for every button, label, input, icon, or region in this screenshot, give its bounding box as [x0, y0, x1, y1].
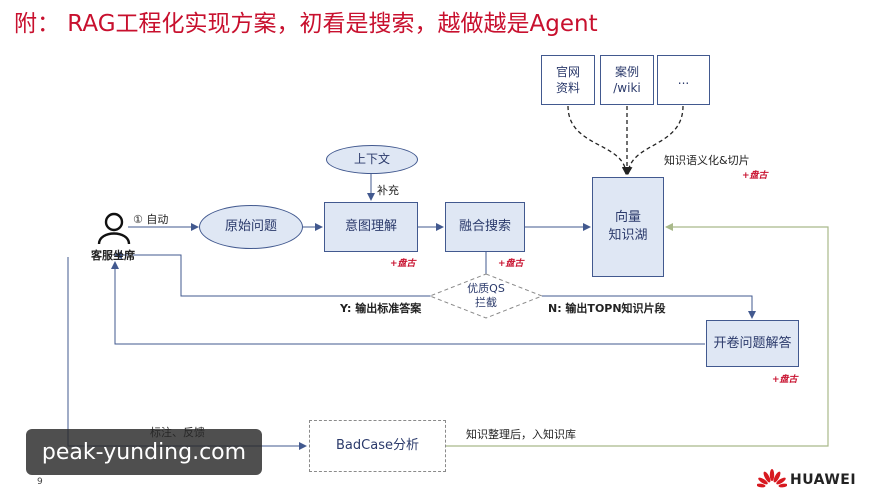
- plus-pangu-openqa: +盘古: [772, 375, 798, 385]
- node-source-official: 官网 资料: [541, 55, 595, 105]
- agent-label: 客服坐席: [91, 249, 135, 262]
- edge-gate-yes-to-agent: [114, 251, 432, 297]
- qs-gate-diamond: [428, 273, 544, 319]
- node-open-qa: 开卷问题解答: [706, 320, 799, 367]
- node-intent: 意图理解: [324, 202, 418, 252]
- page-number: 9: [37, 477, 43, 487]
- node-fusion-search: 融合搜索: [445, 202, 525, 252]
- plus-pangu-intent: +盘古: [390, 259, 416, 269]
- no-branch-label: N: 输出TOPN知识片段: [548, 302, 666, 315]
- yes-branch-label: Y: 输出标准答案: [340, 302, 422, 315]
- huawei-logo-icon: [757, 469, 787, 488]
- semantic-chunk-label: 知识语义化&切片: [664, 154, 750, 167]
- node-badcase-analysis: BadCase分析: [309, 420, 446, 472]
- brand-name: HUAWEI: [790, 472, 857, 488]
- node-source-more: ...: [657, 55, 710, 105]
- edge-agent-to-badcase: [67, 257, 307, 450]
- edge-badcase-to-vectordb: [446, 223, 829, 447]
- plus-pangu-search: +盘古: [498, 259, 524, 269]
- auto-label: ① 自动: [133, 213, 169, 226]
- plus-pangu-chunk: +盘古: [742, 171, 768, 181]
- curate-label: 知识整理后，入知识库: [466, 428, 576, 441]
- page-title: 附： RAG工程化实现方案，初看是搜索，越做越是Agent: [14, 11, 598, 37]
- node-context: 上下文: [326, 145, 418, 174]
- node-original-question: 原始问题: [199, 205, 303, 249]
- supplement-label: 补充: [377, 184, 399, 197]
- person-icon: [97, 212, 131, 245]
- edge-official-to-vectordb: [567, 105, 630, 175]
- node-vector-knowledge-lake: 向量 知识湖: [592, 177, 664, 277]
- edge-openqa-to-agent: [111, 261, 705, 345]
- watermark-overlay: peak-yunding.com: [26, 429, 262, 475]
- node-qs-gate: 优质QS 拦截: [467, 282, 505, 309]
- node-source-wiki: 案例 /wiki: [600, 55, 654, 105]
- edge-gate-no-to-openqa: [542, 295, 756, 319]
